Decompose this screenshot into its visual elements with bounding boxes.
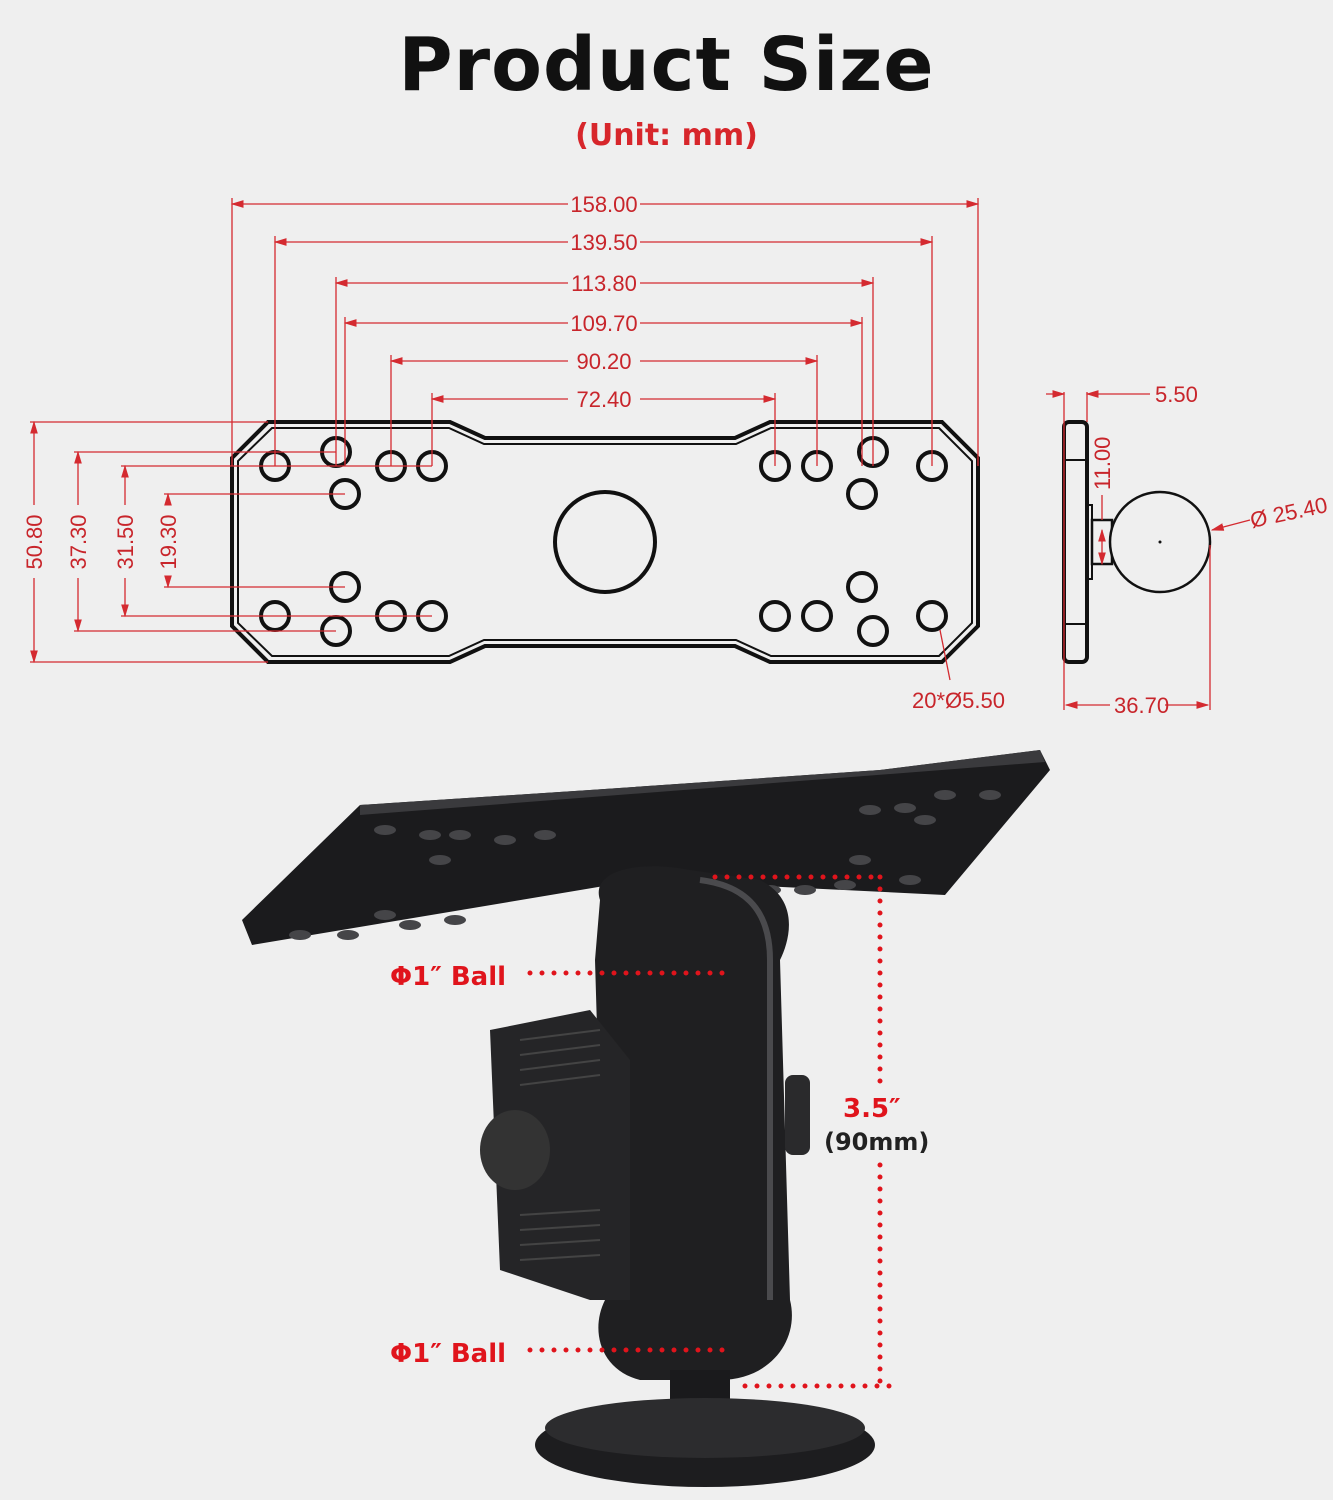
width-dim-label: 109.70 — [570, 311, 637, 336]
photo-hole — [374, 910, 396, 920]
ball-bottom-label: Φ1″ Ball — [390, 1339, 506, 1369]
product-photo — [242, 750, 1050, 1487]
photo-hole — [979, 790, 1001, 800]
hole — [916, 600, 948, 632]
photo-hole — [399, 920, 421, 930]
photo-hole — [534, 830, 556, 840]
width-dim-label: 72.40 — [576, 387, 631, 412]
photo-hole — [834, 880, 856, 890]
photo-hole — [934, 790, 956, 800]
photo-hole — [894, 803, 916, 813]
photo-hole — [794, 885, 816, 895]
width-dim-label: 113.80 — [571, 271, 637, 296]
photo-hole — [449, 830, 471, 840]
width-dimensions: 158.00 139.50 113.80 109.70 90.20 72.40 — [230, 192, 980, 466]
photo-hole — [859, 805, 881, 815]
height-dim-label: 50.80 — [22, 514, 47, 569]
ball-diameter-label: Ø 25.40 — [1248, 492, 1330, 533]
hole-spec-label: 20*Ø5.50 — [912, 688, 1005, 713]
hole — [759, 600, 791, 632]
photo-hole — [899, 875, 921, 885]
height-dim-label: 31.50 — [113, 514, 138, 569]
unit-label: (Unit: mm) — [575, 118, 758, 153]
hole — [846, 478, 878, 510]
width-dim-label: 90.20 — [576, 349, 631, 374]
plate-side-view: 5.50 11.00 Ø 25.40 36.70 — [1046, 382, 1330, 718]
photo-hole — [494, 835, 516, 845]
photo-hole — [419, 830, 441, 840]
photo-hole — [289, 930, 311, 940]
height-dim-label: 37.30 — [66, 514, 91, 569]
width-dim-label: 158.00 — [570, 192, 637, 217]
width-dim-label: 139.50 — [570, 230, 637, 255]
photo-hole — [429, 855, 451, 865]
thickness-label: 5.50 — [1155, 382, 1198, 407]
neck-label: 11.00 — [1090, 437, 1115, 490]
photo-hole — [337, 930, 359, 940]
mounting-holes — [259, 436, 948, 647]
page-title: Product Size — [398, 22, 935, 108]
hole — [801, 600, 833, 632]
photo-hole — [374, 825, 396, 835]
hole — [857, 615, 889, 647]
height-dim-label: 19.30 — [156, 514, 181, 569]
photo-hole — [444, 915, 466, 925]
photo-hole — [849, 855, 871, 865]
photo-hole — [914, 815, 936, 825]
depth-label: 36.70 — [1114, 693, 1169, 718]
ball-top-label: Φ1″ Ball — [390, 962, 506, 992]
hole — [846, 571, 878, 603]
plate-top-view — [230, 420, 980, 664]
arm-length-label: 3.5″ — [843, 1094, 901, 1124]
arm-length-mm-label: (90mm) — [824, 1128, 929, 1156]
height-dimensions: 50.80 37.30 31.50 19.30 — [22, 420, 432, 664]
